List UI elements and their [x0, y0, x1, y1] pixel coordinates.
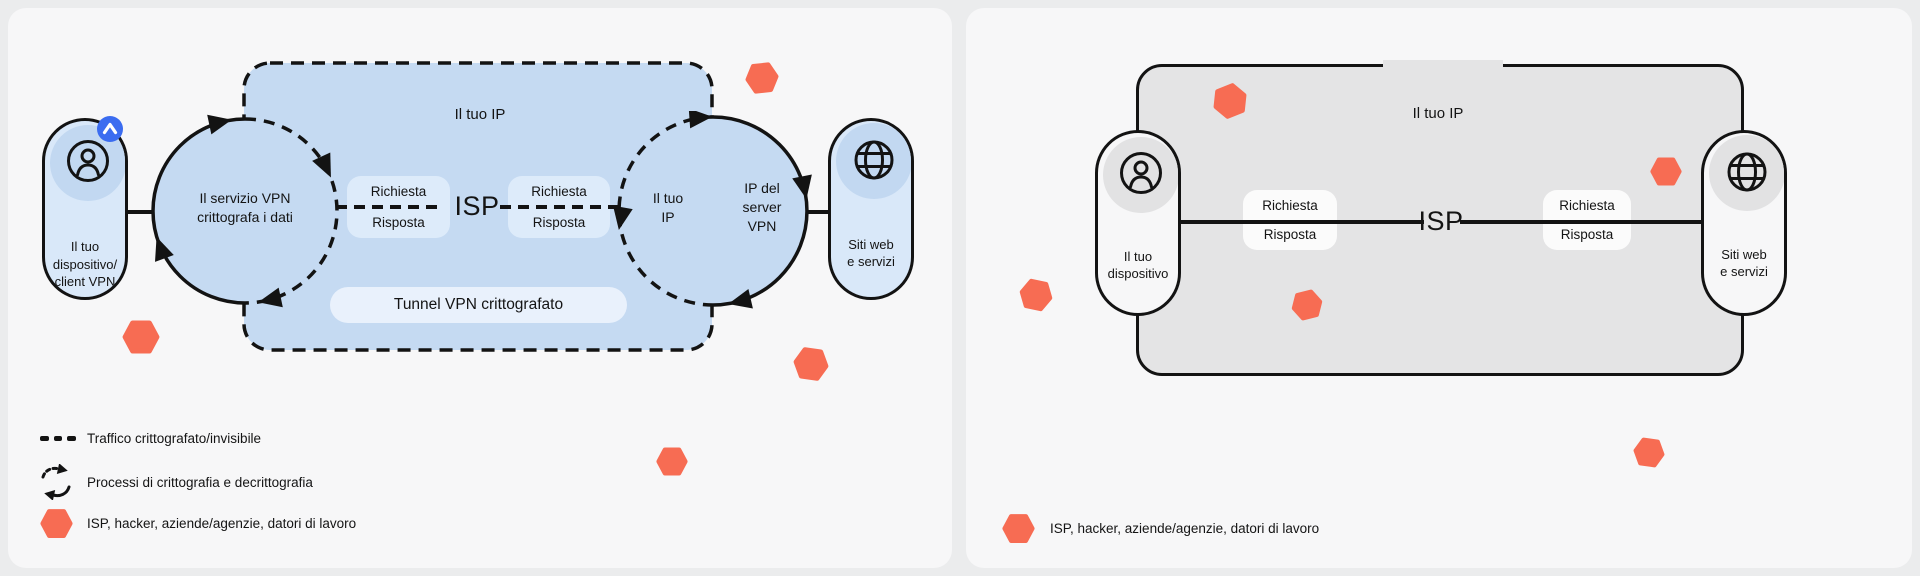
visible-traffic-line	[1178, 220, 1424, 224]
response-label: Risposta	[372, 215, 425, 230]
request-label: Richiesta	[1262, 198, 1318, 213]
request-label: Richiesta	[1559, 198, 1615, 213]
device-to-vpn-connector	[120, 210, 162, 214]
legend-label: ISP, hacker, aziende/agenzie, datori di …	[87, 516, 357, 531]
websites-avatar-bg	[1709, 135, 1784, 211]
threat-hexagon-icon	[40, 509, 73, 538]
response-label: Risposta	[1263, 227, 1317, 242]
device-pill: Il tuo dispositivo	[1095, 130, 1181, 316]
device-label: Il tuo dispositivo/ client VPN	[52, 239, 118, 289]
encryption-circle-label: Il servizio VPN crittografa i dati	[197, 190, 293, 225]
websites-pill: Siti web e servizi	[1701, 130, 1787, 316]
device-label: Il tuo dispositivo	[1107, 249, 1169, 281]
your-ip-label: Il tuo IP	[1412, 105, 1464, 122]
websites-label: Siti web e servizi	[847, 237, 895, 269]
websites-avatar-bg	[836, 123, 911, 199]
request-label: Richiesta	[531, 184, 587, 199]
user-icon	[67, 140, 109, 182]
encrypted-traffic-line	[500, 205, 620, 209]
threat-hexagon	[793, 347, 829, 381]
encrypted-traffic-line	[336, 205, 437, 209]
server-to-websites-connector	[800, 210, 834, 214]
tunnel-label-pill: Tunnel VPN crittografato	[330, 287, 627, 323]
dashed-line-icon	[40, 436, 77, 441]
legend-label: Processi di crittografia e decrittografi…	[87, 475, 313, 490]
tunnel-your-ip-label: Il tuo IP	[454, 106, 506, 123]
threat-hexagon	[1213, 83, 1247, 119]
websites-pill: Siti web e servizi	[828, 118, 914, 300]
legend-label: Traffico crittografato/invisibile	[87, 431, 262, 446]
threat-hexagon-icon	[1002, 514, 1035, 543]
device-pill: Il tuo dispositivo/ client VPN	[42, 118, 128, 300]
request-label: Richiesta	[370, 184, 427, 199]
tunnel-label: Tunnel VPN crittografato	[393, 296, 564, 313]
rect-border-gap	[1383, 60, 1503, 70]
threat-hexagon	[1291, 289, 1323, 321]
threat-hexagon	[1019, 278, 1053, 312]
encryption-circle	[151, 114, 339, 308]
visible-traffic-line	[1460, 220, 1702, 224]
user-icon	[1120, 152, 1162, 194]
isp-label: ISP	[1418, 206, 1464, 236]
vpn-badge-icon	[97, 116, 123, 142]
response-label: Risposta	[532, 215, 586, 230]
isp-label: ISP	[454, 191, 500, 221]
threat-hexagon	[1650, 157, 1682, 186]
threat-hexagon	[122, 320, 160, 354]
response-label: Risposta	[1560, 227, 1614, 242]
cycle-arrows-icon	[41, 464, 71, 500]
decryption-circle	[613, 111, 812, 309]
threat-hexagon	[745, 62, 779, 94]
legend-label: ISP, hacker, aziende/agenzie, datori di …	[1050, 521, 1320, 536]
globe-icon	[1727, 152, 1767, 192]
globe-icon	[854, 140, 894, 180]
threat-hexagon	[1633, 437, 1665, 468]
exit-circle-inside-label: Il tuo IP	[652, 190, 684, 225]
exit-circle-outside-label: IP del server VPN	[742, 180, 782, 234]
threat-hexagon	[656, 447, 688, 476]
websites-label: Siti web e servizi	[1720, 247, 1768, 279]
